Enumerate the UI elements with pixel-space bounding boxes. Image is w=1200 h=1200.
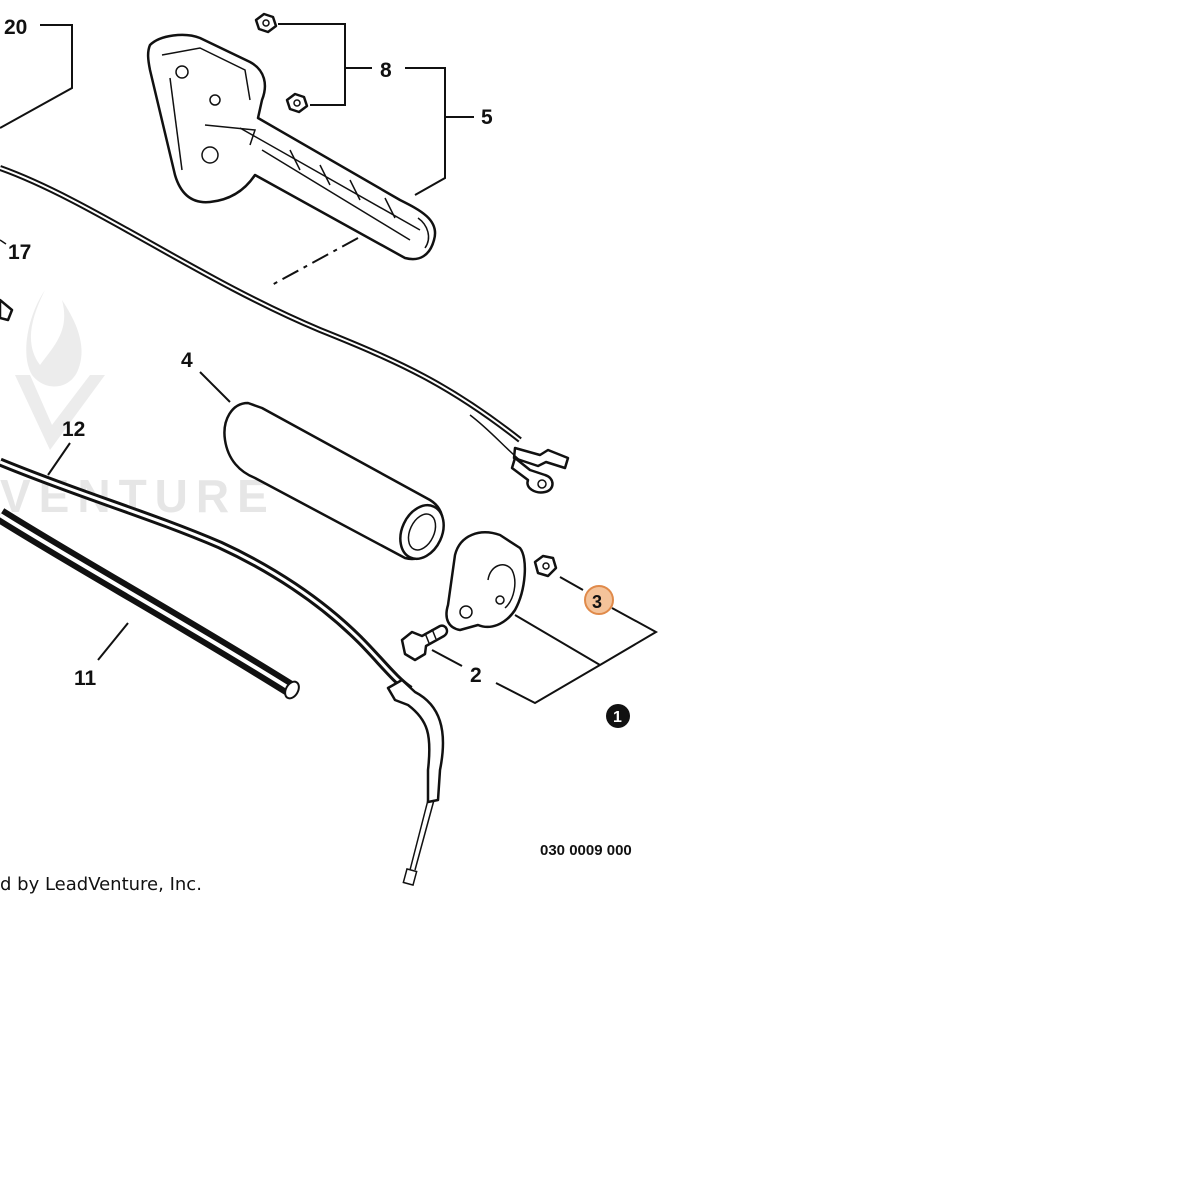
cable-terminal-spade xyxy=(512,446,570,470)
leader-2-left xyxy=(431,649,463,667)
nut-3 xyxy=(533,554,558,578)
partial-part-left xyxy=(0,298,14,322)
nut-8-upper xyxy=(254,12,278,34)
callout-20: 20 xyxy=(4,16,27,39)
callout-12: 12 xyxy=(62,418,85,441)
cable-terminal-ring xyxy=(469,414,554,494)
copyright-text: d by LeadVenture, Inc. xyxy=(0,874,202,895)
leader-4 xyxy=(199,371,231,403)
callout-17: 17 xyxy=(8,241,31,264)
leader-20 xyxy=(0,24,73,129)
bolt-2 xyxy=(400,624,449,662)
handle-centerline xyxy=(269,237,359,287)
tube-11 xyxy=(0,508,300,700)
leader-11 xyxy=(97,622,129,661)
leader-17 xyxy=(0,239,7,245)
callout-3: 3 xyxy=(592,592,602,612)
callout-2: 2 xyxy=(470,664,482,687)
nut-8-lower xyxy=(285,92,309,114)
leader-3 xyxy=(495,576,659,705)
inner-cable-end xyxy=(386,678,445,886)
foam-grip-part xyxy=(223,401,445,561)
callout-3-highlight[interactable] xyxy=(584,585,614,615)
leader-8 xyxy=(278,23,372,106)
clamp-part xyxy=(445,531,527,632)
callout-1-badge xyxy=(606,704,630,728)
diagram-code: 030 0009 000 xyxy=(540,842,632,859)
callout-5: 5 xyxy=(481,106,493,129)
callout-8: 8 xyxy=(380,59,392,82)
leader-5 xyxy=(405,67,474,196)
callout-1: 1 xyxy=(613,709,622,726)
leader-12 xyxy=(47,442,71,476)
callout-11: 11 xyxy=(74,667,97,690)
callout-4: 4 xyxy=(181,349,193,372)
handle-bracket-part xyxy=(146,33,437,261)
watermark-logo: VENTURE xyxy=(0,290,268,522)
